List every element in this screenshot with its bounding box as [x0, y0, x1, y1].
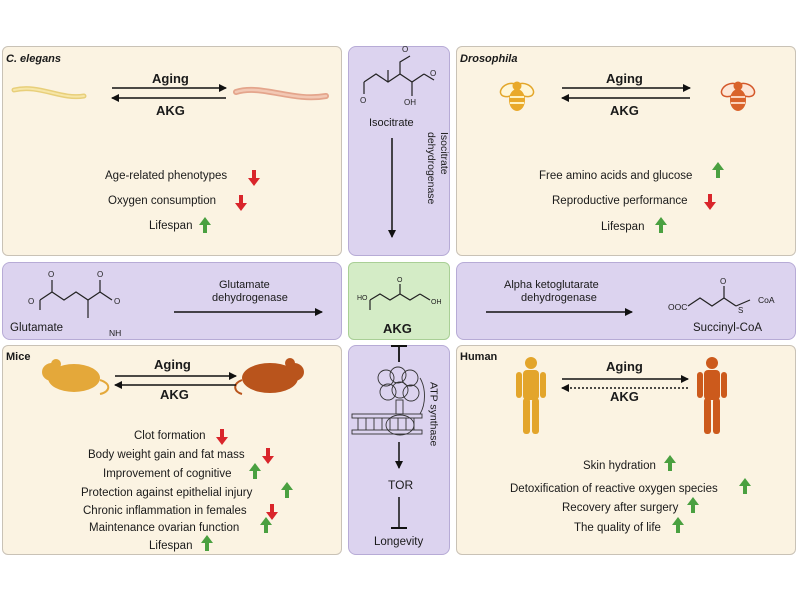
drosophila-effect-2: Reproductive performance [552, 195, 688, 207]
human-title: Human [460, 351, 498, 363]
human-panel [456, 345, 796, 555]
mice-akg-label: AKG [160, 387, 189, 402]
atp-synthase-label: ATP synthase [427, 382, 440, 447]
mice-effect-4: Protection against epithelial injury [81, 487, 253, 499]
mice-effect-6: Maintenance ovarian function [89, 522, 240, 534]
human-young-icon [516, 357, 546, 434]
glutamate-structure [39, 280, 113, 318]
mice-title: Mice [6, 351, 31, 363]
drosophila-aging-label: Aging [606, 71, 643, 86]
effect-arrows [199, 162, 751, 551]
svg-text:S: S [738, 306, 743, 315]
svg-text:O: O [397, 277, 403, 284]
svg-text:O: O [720, 277, 726, 286]
svg-text:O: O [430, 69, 436, 78]
svg-text:OH: OH [431, 299, 442, 306]
worm-young-icon [11, 86, 87, 100]
drosophila-effect-3: Lifespan [601, 221, 645, 233]
akgdh-line2: dehydrogenase [521, 292, 597, 304]
glutamate-panel [2, 262, 342, 340]
svg-text:O: O [402, 45, 408, 54]
akg-structure [369, 284, 431, 310]
human-akg-label: AKG [610, 389, 639, 404]
drosophila-panel [456, 46, 796, 256]
mice-effect-5: Chronic inflammation in females [83, 505, 247, 517]
celegans-effect-3: Lifespan [149, 220, 193, 232]
celegans-effect-1: Age-related phenotypes [105, 170, 228, 182]
drosophila-effect-1: Free amino acids and glucose [539, 170, 693, 182]
svg-text:O: O [114, 297, 120, 306]
human-old-icon [697, 357, 727, 434]
human-effect-2: Detoxification of reactive oxygen specie… [510, 483, 718, 495]
idh-enzyme-label: Isocitrate dehydrogenase [425, 132, 450, 205]
atp-synthase-structure [351, 366, 425, 436]
svg-text:O: O [48, 270, 54, 279]
drosophila-title: Drosophila [460, 53, 518, 65]
mice-effect-2: Body weight gain and fat mass [88, 449, 245, 461]
akg-box [348, 262, 450, 340]
human-aging-label: Aging [606, 359, 643, 374]
nh3-label: NH [109, 328, 122, 338]
human-effect-4: The quality of life [574, 522, 661, 534]
coa-label: CoA [758, 295, 775, 305]
isocitrate-label: Isocitrate [369, 117, 414, 129]
succinyl-coa-label: Succinyl-CoA [693, 322, 763, 334]
celegans-panel [2, 46, 342, 256]
mouse-young-icon [42, 359, 110, 395]
celegans-effect-2: Oxygen consumption [108, 195, 217, 207]
akgdh-line1: Alpha ketoglutarate [504, 279, 599, 291]
glu-dh-line2: dehydrogenase [212, 292, 288, 304]
akg-center-label: AKG [383, 321, 412, 336]
celegans-akg-label: AKG [156, 103, 185, 118]
celegans-title: C. elegans [6, 53, 62, 65]
isocitrate-structure [363, 55, 435, 96]
mice-effect-7: Lifespan [149, 540, 193, 552]
mice-effect-3: Improvement of cognitive [103, 468, 232, 480]
ooc-label: OOC [668, 302, 688, 312]
succinyl-coa-structure [687, 286, 751, 307]
glu-dh-line1: Glutamate [219, 279, 270, 291]
svg-text:OH: OH [404, 98, 416, 107]
svg-text:O: O [97, 270, 103, 279]
mice-aging-label: Aging [154, 357, 191, 372]
fly-young-icon [499, 81, 535, 111]
worm-old-icon [233, 86, 329, 101]
svg-text:O: O [28, 297, 34, 306]
celegans-aging-label: Aging [152, 71, 189, 86]
succinyl-panel [456, 262, 796, 340]
mouse-old-icon [234, 358, 304, 395]
human-effect-1: Skin hydration [583, 460, 656, 472]
svg-text:HO: HO [357, 295, 368, 302]
svg-text:O: O [360, 96, 366, 105]
glutamate-label: Glutamate [10, 322, 64, 334]
mice-effect-1: Clot formation [134, 430, 206, 442]
tor-label: TOR [388, 478, 414, 492]
human-effect-3: Recovery after surgery [562, 502, 679, 514]
drosophila-akg-label: AKG [610, 103, 639, 118]
longevity-label: Longevity [374, 536, 424, 548]
fly-old-icon [720, 81, 756, 111]
